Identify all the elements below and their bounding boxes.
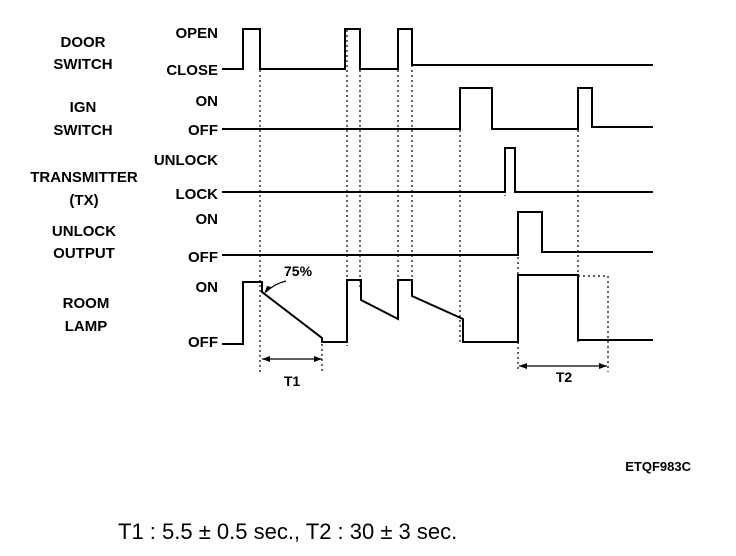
- percent-annotation-arrow: [265, 280, 287, 293]
- door-switch-waveform: [222, 28, 653, 70]
- percent-annotation-arrowhead: [264, 286, 271, 294]
- tx-lock-state-label: LOCK: [176, 186, 219, 203]
- timing-footnote: T1 : 5.5 ± 0.5 sec., T2 : 30 ± 3 sec.: [118, 519, 457, 544]
- room-lamp-label-line1: ROOM: [63, 295, 110, 312]
- transmitter-waveform: [222, 147, 653, 193]
- room-lamp-off-state-label: OFF: [188, 334, 218, 351]
- t1-dimension: [262, 356, 322, 362]
- door-close-state-label: CLOSE: [166, 62, 218, 79]
- transmitter-label-line2: (TX): [69, 192, 98, 209]
- room-lamp-label-line2: LAMP: [65, 318, 108, 335]
- ign-on-state-label: ON: [196, 93, 219, 110]
- ign-switch-label-line1: IGN: [70, 99, 97, 116]
- unlock-output-label-line1: UNLOCK: [52, 223, 116, 240]
- t2-label: T2: [556, 369, 573, 385]
- ign-switch-label-line2: SWITCH: [53, 122, 112, 139]
- room-lamp-waveform: [222, 274, 653, 345]
- unlock-output-off-state-label: OFF: [188, 249, 218, 266]
- reference-code: ETQF983C: [625, 459, 691, 474]
- tx-unlock-state-label: UNLOCK: [154, 152, 218, 169]
- unlock-output-on-state-label: ON: [196, 211, 219, 228]
- percent-annotation: 75%: [284, 263, 313, 279]
- transmitter-label-line1: TRANSMITTER: [30, 169, 138, 186]
- room-lamp-on-state-label: ON: [196, 279, 219, 296]
- dotted-guides: [259, 30, 609, 372]
- door-switch-label-line1: DOOR: [61, 34, 106, 51]
- ign-off-state-label: OFF: [188, 122, 218, 139]
- door-switch-label-line2: SWITCH: [53, 56, 112, 73]
- t2-dimension: [519, 363, 607, 369]
- door-open-state-label: OPEN: [175, 25, 218, 42]
- ign-switch-waveform: [222, 87, 653, 130]
- t1-label: T1: [284, 373, 301, 389]
- unlock-output-label-line2: OUTPUT: [53, 245, 115, 262]
- unlock-output-waveform: [222, 211, 653, 256]
